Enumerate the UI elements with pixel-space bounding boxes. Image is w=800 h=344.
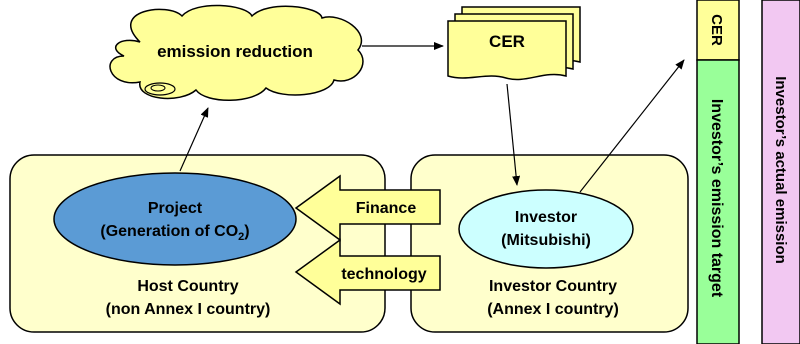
project-sublabel-suffix: ) [244,223,249,240]
investor-country-subtitle: (Annex I country) [487,301,619,318]
investor-to-cer-bar-arrow [579,59,685,193]
actual-emission-label: Investor’s actual emission [772,76,789,264]
finance-label: Finance [356,200,417,217]
investor-label: Investor [515,209,577,226]
host-country-label: Host Country [137,278,238,295]
host-country-subtitle: (non Annex I country) [106,301,271,318]
investor-ellipse [458,189,634,269]
cer-bar-label: CER [708,14,725,46]
emission-reduction-cloud [109,4,364,101]
technology-arrow [294,238,441,306]
actual-emission-bar [761,0,800,344]
emission-target-label: Investor’s emission target [708,99,725,298]
cer-document-stack [447,6,581,81]
project-to-cloud-arrow [179,107,209,172]
emission-target-bar-segment [696,59,740,344]
project-sublabel: (Generation of CO2) [100,223,249,243]
project-ellipse [53,172,297,266]
cloud-tail-small [150,84,166,92]
cer-bar-segment [696,0,740,61]
cer-to-investor-arrow [506,83,521,186]
cloud-label: emission reduction [157,42,313,61]
project-label: Project [148,200,203,217]
finance-arrow [294,174,441,242]
cer-doc-label: CER [489,32,525,51]
investor-sublabel: (Mitsubishi) [501,232,591,249]
investor-country-label: Investor Country [489,278,617,295]
technology-label: technology [341,266,426,283]
project-sublabel-subscript: 2 [238,231,244,243]
project-sublabel-prefix: (Generation of CO [100,223,238,240]
